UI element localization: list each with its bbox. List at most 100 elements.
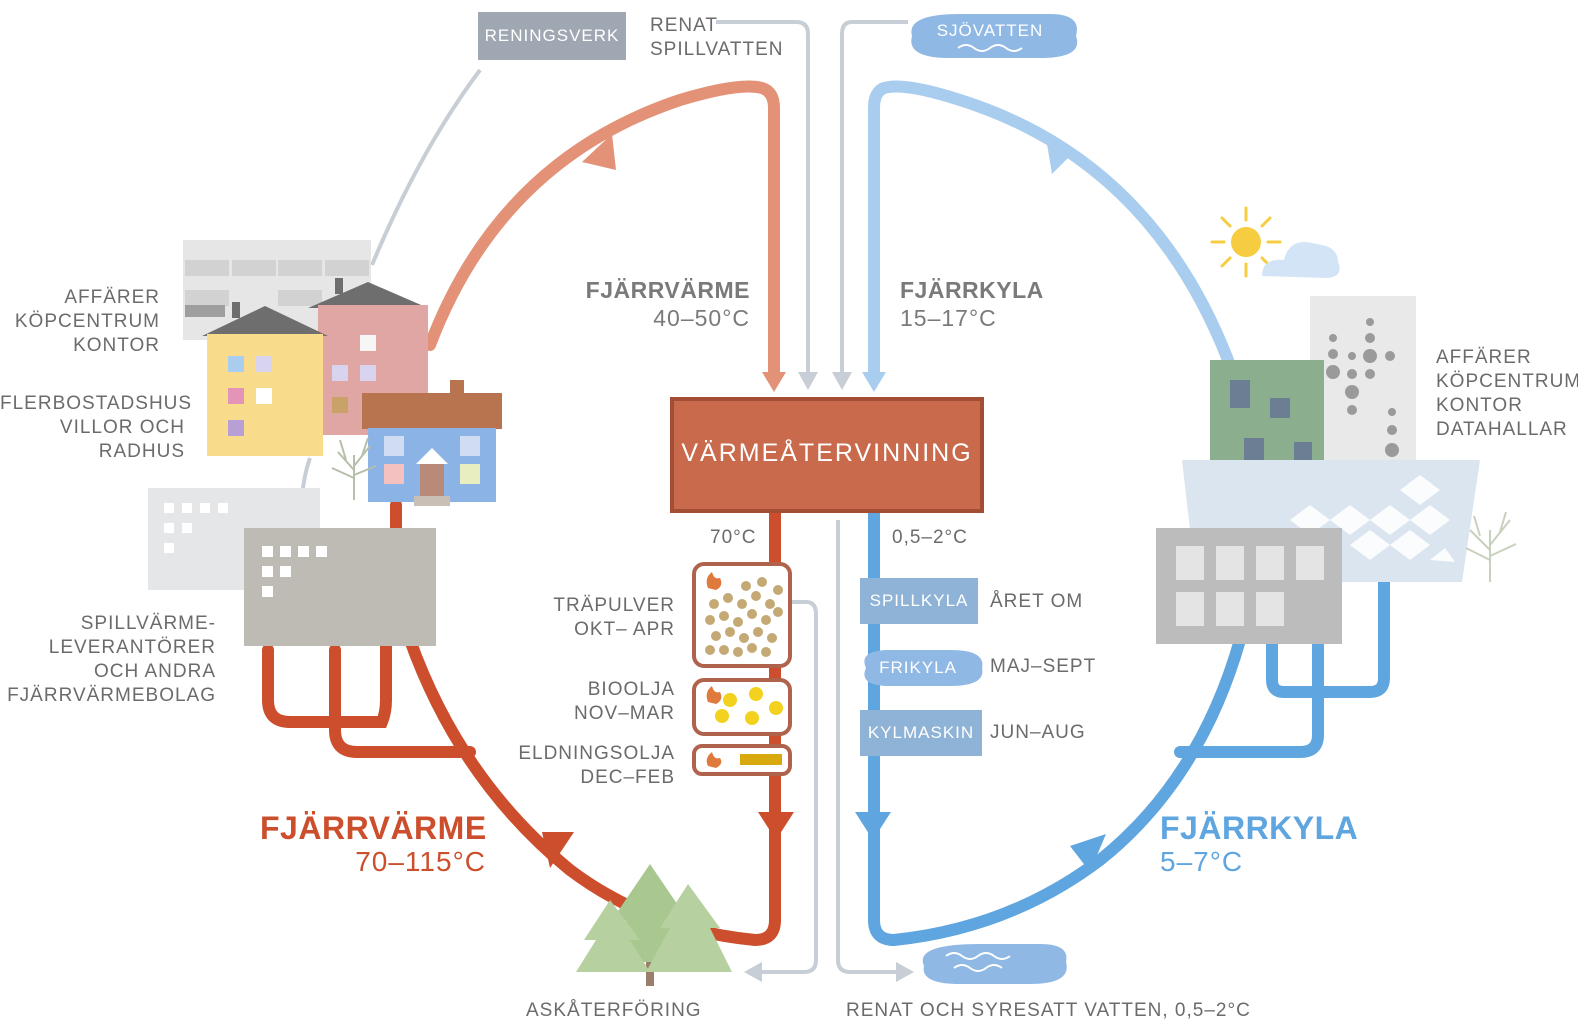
factory-front bbox=[244, 528, 436, 646]
water-arrowhead bbox=[896, 962, 914, 982]
return-heat-temp: 40–50°C bbox=[653, 305, 750, 331]
right-tree bbox=[1465, 511, 1517, 582]
kylmaskin-box bbox=[860, 710, 982, 756]
fuel-oil-bar bbox=[740, 754, 782, 765]
frikyla-tag: FRIKYLA bbox=[879, 658, 957, 677]
sjovatten-label: SJÖVATTEN bbox=[936, 21, 1044, 40]
cool-arrow-down bbox=[855, 812, 891, 840]
fuel-biooil-name: BIOOLJA bbox=[587, 679, 675, 700]
flame-icon-3 bbox=[706, 752, 722, 768]
reningsverk-box bbox=[478, 12, 626, 60]
spillkyla-tag: SPILLKYLA bbox=[869, 591, 969, 610]
frikyla-pond bbox=[864, 650, 983, 686]
fuel-wood-label: TRÄPULVER OKT– APR bbox=[500, 594, 675, 642]
return-cool-label: FJÄRRKYLA 15–17°C bbox=[900, 276, 1044, 332]
tall-building bbox=[1310, 296, 1416, 466]
return-heat-label: FJÄRRVÄRME 40–50°C bbox=[560, 276, 750, 332]
fuel-wood-name: TRÄPULVER bbox=[553, 595, 675, 616]
lake-top-waves bbox=[957, 44, 1023, 52]
waste-heat-line-2: LEVERANTÖRER bbox=[48, 637, 216, 658]
renat-spillvatten-line-1: RENAT bbox=[650, 15, 718, 36]
waste-heat-line-4: FJÄRRVÄRMEBOLAG bbox=[7, 685, 216, 706]
ash-arrowhead bbox=[744, 962, 762, 982]
heat-branch-b bbox=[329, 644, 476, 758]
cool-out-temp: 0,5–2°C bbox=[892, 527, 968, 548]
heat-supply-flow bbox=[262, 499, 781, 947]
lake-top bbox=[911, 14, 1078, 58]
heat-supply-label: FJÄRRVÄRME 70–115°C bbox=[260, 810, 486, 878]
right-commerce-line-4: DATAHALLAR bbox=[1436, 419, 1568, 440]
frikyla-season: MAJ–SEPT bbox=[990, 656, 1097, 677]
flame-icon bbox=[706, 572, 722, 590]
wastewater-arrowhead bbox=[798, 372, 818, 390]
heat-main-line bbox=[404, 506, 781, 947]
housing-label: FLERBOSTADSHUS VILLOR OCH RADHUS bbox=[0, 392, 193, 464]
waste-heat-label: SPILLVÄRME- LEVERANTÖRER OCH ANDRA FJÄRR… bbox=[0, 612, 216, 708]
ash-return-label: ASKÅTERFÖRING bbox=[526, 1000, 702, 1021]
spillkyla-box bbox=[860, 578, 978, 624]
cool-supply-label: FJÄRRKYLA 5–7°C bbox=[1160, 810, 1358, 878]
heat-branch-a bbox=[262, 640, 392, 728]
housing-line-2: VILLOR OCH bbox=[59, 417, 185, 438]
return-cool-arrow-mid bbox=[1046, 138, 1076, 174]
cool-branch-a bbox=[1266, 574, 1390, 698]
sea-water-line bbox=[840, 20, 908, 378]
housing-line-1: FLERBOSTADSHUS bbox=[0, 393, 193, 414]
spillkyla-season: ÅRET OM bbox=[990, 591, 1084, 612]
kylmaskin-season: JUN–AUG bbox=[990, 722, 1086, 743]
lake-bottom-waves bbox=[945, 952, 1011, 972]
water-out-line bbox=[836, 520, 898, 974]
left-commerce-line-2: KÖPCENTRUM bbox=[14, 311, 160, 332]
grey-arrowheads bbox=[744, 372, 914, 982]
fuel-oil-label: ELDNINGSOLJA DEC–FEB bbox=[500, 742, 675, 790]
return-heat-arrow-end bbox=[762, 372, 786, 392]
left-commerce-label: AFFÄRER KÖPCENTRUM KONTOR bbox=[0, 286, 160, 358]
villa-roof bbox=[362, 393, 502, 429]
flame-icon-2 bbox=[706, 686, 722, 704]
right-buildings bbox=[1156, 206, 1517, 644]
fuel-wood-season: OKT– APR bbox=[574, 619, 675, 640]
cooling-shapes bbox=[478, 12, 1078, 984]
return-cool-line bbox=[868, 80, 1234, 378]
heat-arrow-down bbox=[758, 812, 794, 840]
right-commerce-label: AFFÄRER KÖPCENTRUM KONTOR DATAHALLAR bbox=[1436, 346, 1578, 442]
renat-spillvatten-label: RENAT SPILLVATTEN bbox=[650, 14, 783, 62]
return-cool-arrow-end bbox=[862, 372, 886, 392]
heat-recovery-title: VÄRMEÅTERVINNING bbox=[681, 439, 973, 467]
cool-main-line bbox=[868, 506, 1246, 947]
return-cool-temp: 15–17°C bbox=[900, 305, 997, 331]
right-commerce-line-2: KÖPCENTRUM bbox=[1436, 371, 1578, 392]
clean-water-label: RENAT OCH SYRESATT VATTEN, 0,5–2°C bbox=[846, 1000, 1251, 1021]
fuel-biooil-season: NOV–MAR bbox=[574, 703, 675, 724]
cool-supply-temp: 5–7°C bbox=[1160, 846, 1244, 877]
wastewater-arc bbox=[370, 68, 482, 266]
housing-line-3: RADHUS bbox=[98, 441, 185, 462]
heat-recovery-box bbox=[670, 397, 984, 513]
gray-office-right bbox=[1156, 528, 1342, 644]
cool-branch-b bbox=[1174, 639, 1324, 758]
sea-water-arrowhead bbox=[832, 372, 852, 390]
pink-house-roof bbox=[308, 282, 428, 308]
return-heat-arrow-mid bbox=[582, 134, 616, 170]
waste-heat-line-1: SPILLVÄRME- bbox=[80, 613, 216, 634]
fuel-boxes bbox=[692, 562, 792, 776]
right-commerce-line-3: KONTOR bbox=[1436, 395, 1523, 416]
grey-flow-lines bbox=[298, 20, 908, 974]
left-tree bbox=[331, 437, 377, 500]
return-heat-flow bbox=[424, 80, 780, 378]
cloud-icon bbox=[1262, 242, 1340, 278]
heat-supply-temp: 70–115°C bbox=[355, 846, 486, 877]
left-commerce-line-3: KONTOR bbox=[73, 335, 160, 356]
reningsverk-label: RENINGSVERK bbox=[484, 26, 620, 45]
heat-arrow-mid bbox=[542, 832, 574, 868]
sun-icon bbox=[1210, 206, 1282, 278]
right-commerce-line-1: AFFÄRER bbox=[1436, 347, 1532, 368]
biooil-drops bbox=[715, 687, 783, 725]
cool-supply-name: FJÄRRKYLA bbox=[1160, 810, 1359, 846]
kylmaskin-tag: KYLMASKIN bbox=[867, 723, 975, 742]
wood-pellets bbox=[705, 577, 783, 657]
heat-out-temp: 70°C bbox=[710, 527, 757, 548]
return-cool-name: FJÄRRKYLA bbox=[900, 277, 1044, 303]
forest-icon bbox=[576, 864, 732, 986]
